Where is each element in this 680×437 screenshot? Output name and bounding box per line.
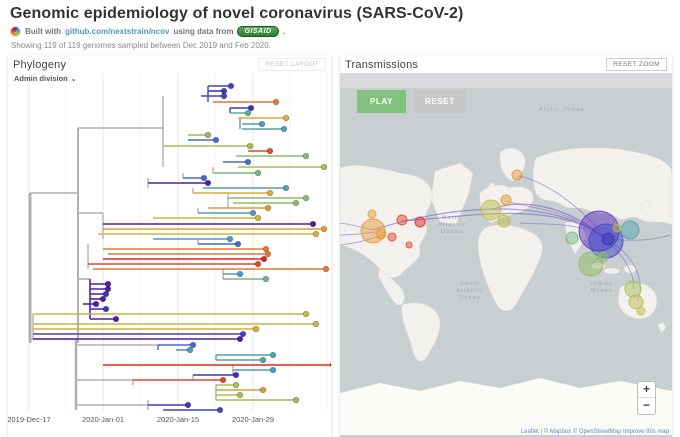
map-playback-controls: PLAY RESET: [357, 90, 466, 113]
phylogeny-panel: Phylogeny RESET LAYOUT Admin division ⌄ …: [8, 55, 331, 437]
phylogeny-title: Phylogeny: [13, 58, 67, 71]
built-with-text: Built with: [25, 27, 61, 36]
reset-playback-button[interactable]: RESET: [414, 90, 466, 113]
improve-map-link[interactable]: Improve this map: [622, 429, 669, 435]
svg-text:2020-Jan-29: 2020-Jan-29: [232, 415, 274, 424]
map-empty-tiles: [340, 73, 672, 88]
zoom-in-button[interactable]: +: [638, 382, 655, 398]
using-data-text: using data from: [173, 27, 234, 36]
gisaid-badge[interactable]: GISAID: [237, 26, 279, 37]
page-header: Genomic epidemiology of novel coronaviru…: [0, 0, 680, 50]
phylogeny-tree-area[interactable]: 2019-Dec-17 2020-Jan-01 2020-Jan-15 2020-Ja…: [8, 73, 331, 437]
svg-text:2019-Dec-17: 2019-Dec-17: [8, 415, 51, 424]
mapbox-link[interactable]: © Mapbox: [543, 429, 572, 435]
genomes-summary: Showing 119 of 119 genomes sampled betwe…: [11, 41, 271, 50]
svg-text:Arctic Ocean: Arctic Ocean: [539, 107, 585, 113]
transmissions-title: Transmissions: [345, 58, 419, 71]
attribution-separator: |: [538, 429, 544, 435]
map-antarctica: [340, 378, 672, 435]
map-ocean-labels: Arctic OceanNorthAtlanticOceanSouthAtlan…: [438, 107, 613, 301]
repo-link[interactable]: github.com/nextstrain/ncov: [65, 27, 170, 36]
play-button[interactable]: PLAY: [357, 90, 407, 113]
nextstrain-logo-icon: [10, 26, 21, 37]
svg-text:North: North: [442, 215, 461, 221]
deme-circles: [360, 169, 646, 316]
leaflet-link[interactable]: Leaflet: [520, 429, 539, 435]
transmissions-map-chart[interactable]: Arctic OceanNorthAtlanticOceanSouthAtlan…: [340, 73, 672, 435]
svg-text:Atlantic: Atlantic: [438, 222, 466, 228]
panels-container: Phylogeny RESET LAYOUT Admin division ⌄ …: [8, 55, 672, 437]
svg-text:Ocean: Ocean: [591, 288, 613, 294]
byline: Built with github.com/nextstrain/ncov us…: [10, 26, 670, 37]
svg-text:Indian: Indian: [591, 281, 613, 287]
transmissions-panel-header: Transmissions RESET ZOOM: [340, 55, 672, 73]
svg-text:Ocean: Ocean: [459, 295, 481, 301]
zoom-out-button[interactable]: −: [642, 398, 650, 412]
color-by-dropdown[interactable]: Admin division ⌄: [14, 74, 77, 83]
transmissions-panel: Transmissions RESET ZOOM: [340, 55, 672, 437]
period-text: .: [282, 27, 285, 36]
chevron-down-icon: ⌄: [70, 75, 77, 83]
map-attribution: Leaflet | © Mapbox © OpenStreetMap Impro…: [521, 429, 669, 435]
color-by-label: Admin division: [14, 74, 68, 83]
phylogeny-panel-header: Phylogeny RESET LAYOUT: [8, 55, 331, 73]
svg-text:South: South: [460, 281, 480, 287]
svg-text:2020-Jan-01: 2020-Jan-01: [82, 415, 124, 424]
page-title: Genomic epidemiology of novel coronaviru…: [10, 5, 464, 22]
svg-text:2020-Jan-15: 2020-Jan-15: [157, 415, 199, 424]
osm-link[interactable]: © OpenStreetMap: [572, 429, 622, 435]
svg-text:Atlantic: Atlantic: [456, 288, 484, 294]
map-zoom-control: + −: [637, 381, 656, 415]
svg-text:Ocean: Ocean: [441, 229, 463, 235]
phylogeny-tree-chart[interactable]: 2019-Dec-17 2020-Jan-01 2020-Jan-15 2020-Ja…: [8, 73, 331, 435]
reset-zoom-button[interactable]: RESET ZOOM: [606, 58, 667, 71]
map-land: [340, 147, 672, 362]
reset-layout-button[interactable]: RESET LAYOUT: [258, 58, 326, 71]
